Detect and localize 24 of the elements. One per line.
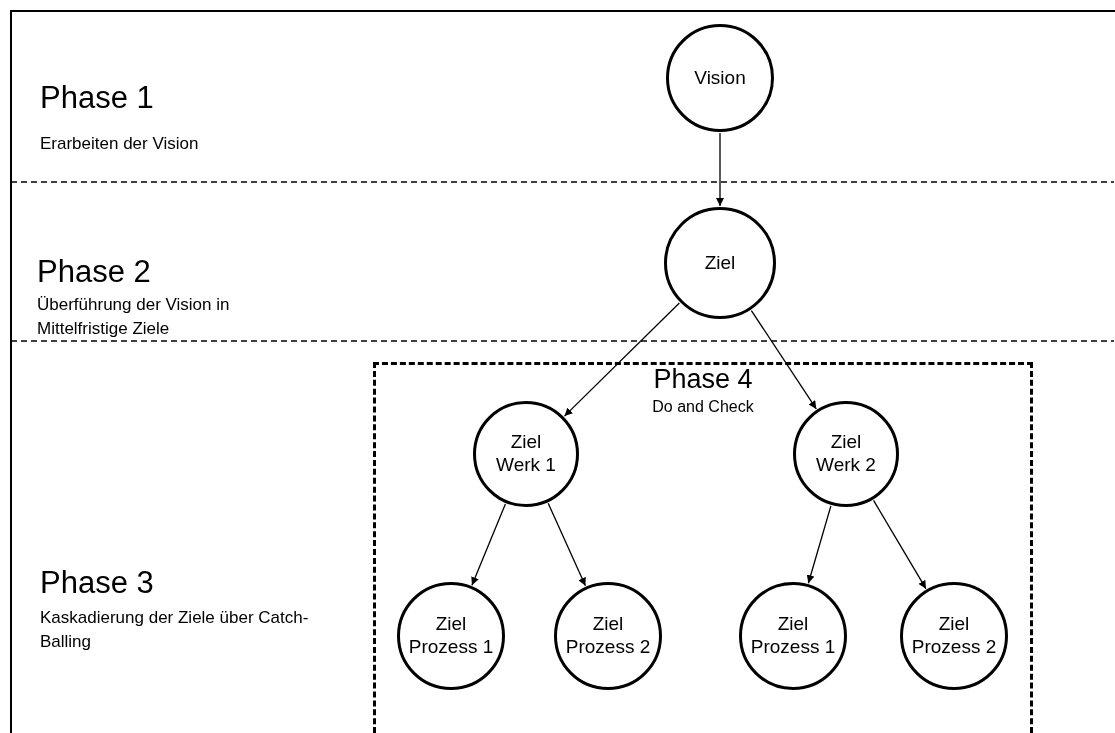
node-label: Ziel Prozess 2	[910, 613, 998, 659]
phase-description: Kaskadierung der Ziele über Catch-Balling	[40, 607, 310, 653]
arrow	[750, 309, 817, 410]
node-label: Ziel	[703, 251, 737, 275]
arrow	[872, 499, 927, 590]
node-label: Ziel Prozess 1	[407, 613, 495, 659]
phase-description: Überführung der Vision in Mittelfristige Ziele	[37, 294, 231, 340]
node-label: Ziel Werk 2	[815, 431, 877, 477]
phase-heading: Phase 2	[37, 253, 151, 291]
node-label: Vision	[693, 66, 747, 90]
dashed-group-box	[373, 362, 1033, 733]
arrow	[547, 502, 587, 587]
phase-heading: Phase 1	[40, 79, 154, 117]
arrow	[806, 505, 832, 584]
arrow	[471, 503, 507, 586]
node-label: Ziel Werk 1	[495, 431, 557, 477]
phase-heading: Phase 3	[40, 564, 154, 602]
arrow	[563, 302, 681, 417]
node-label: Ziel Prozess 1	[749, 613, 837, 659]
phase-description: Erarbeiten der Vision	[40, 133, 199, 155]
group-heading: Phase 4	[652, 364, 754, 395]
node-label: Ziel Prozess 2	[564, 613, 652, 659]
arrow	[716, 132, 724, 207]
group-subtitle: Do and Check	[651, 398, 755, 416]
